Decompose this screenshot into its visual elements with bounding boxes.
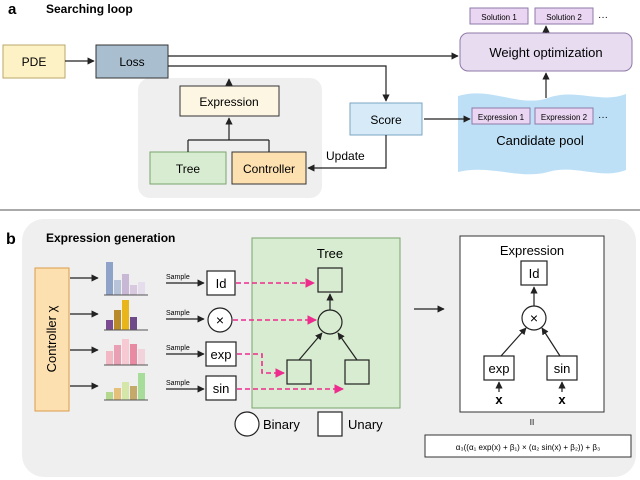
controller-chi-label: Controller χ [44,305,59,372]
expression-1-label: Expression 1 [478,113,525,122]
sample-label-1: Sample [166,274,190,281]
legend-unary-label: Unary [348,417,383,432]
score-label: Score [370,113,402,127]
expression-edges [495,286,566,392]
tree-label: Tree [176,162,201,176]
legend-binary-icon [234,411,260,437]
expr-id-box [520,260,548,286]
expr-id: Id [529,266,540,281]
solution-2-box [534,7,594,25]
panel-a: a Searching loop PDE Loss Expression Tre… [2,1,633,198]
tree-panel-title: Tree [317,246,343,261]
panel-b-letter: b [6,231,16,248]
panel-a-arrows [65,25,550,172]
legend-unary-icon [317,411,343,437]
controller-to-histogram-arrows [70,274,99,390]
histogram-icon-4 [104,373,148,401]
candidate-pool-label: Candidate pool [496,133,584,148]
update-label: Update [326,149,365,163]
pool-ellipsis: ··· [598,112,608,123]
controller-chi-box [34,267,70,412]
token-times: × [216,312,224,328]
loss-box [95,44,169,79]
formula-text: α₃((α₁ exp(x) + β₁) × (α₂ sin(x) + β₂)) … [456,443,600,452]
sample-label-4: Sample [166,380,190,387]
histogram-icon-1 [104,262,148,296]
expr-times: × [530,310,538,326]
solution-1-box [469,7,529,25]
expression-box [179,85,280,117]
expr-exp: exp [489,361,510,376]
token-id: Id [216,276,227,291]
pde-label: PDE [22,55,47,69]
expression-2-box [534,107,594,125]
score-box [349,102,423,136]
score-update-arrow [307,135,387,172]
loss-to-score-arrow [168,65,390,102]
token-exp-box [205,341,237,367]
sample-label-3: Sample [166,345,190,352]
panel-a-title: Searching loop [46,2,133,16]
tree-box [149,151,227,185]
tree-unary-node-left [286,359,312,385]
weight-optimization-label: Weight optimization [489,45,602,60]
formula-box [424,434,632,458]
solution-1-label: Solution 1 [481,13,517,22]
tree-unary-node-root [317,267,343,293]
loss-label: Loss [119,55,144,69]
expr-sin: sin [554,361,571,376]
bold-x-icon-left: x [495,392,503,407]
token-sin: sin [213,381,230,396]
histogram-icon-2 [104,300,148,331]
sample-arrows [166,279,205,393]
expr-sin-box [546,355,578,381]
legend-binary-label: Binary [263,417,300,432]
equals-sign: II [530,418,534,427]
token-times-circle [207,307,233,333]
expr-exp-box [483,355,515,381]
panel-a-letter: a [8,1,17,18]
controller-label: Controller [243,162,295,176]
tree-unary-node-right [344,359,370,385]
token-exp: exp [211,347,232,362]
histogram-icon-3 [104,339,148,366]
expression-1-box [471,107,531,125]
token-id-box [206,270,236,296]
bold-x-icon-right: x [558,392,566,407]
tree-edges [298,293,358,361]
tree-binary-node [317,309,343,335]
solution-ellipsis: ··· [598,12,608,23]
panel-b-title: Expression generation [46,231,175,245]
expression-2-label: Expression 2 [541,113,588,122]
expression-panel-title: Expression [500,243,564,258]
solution-2-label: Solution 2 [546,13,582,22]
panel-b: b Expression generation Controller χ [6,219,636,477]
token-sin-box [205,375,237,401]
sample-label-2: Sample [166,310,190,317]
expression-label: Expression [199,95,258,109]
dashed-arrow-icon [233,278,344,394]
